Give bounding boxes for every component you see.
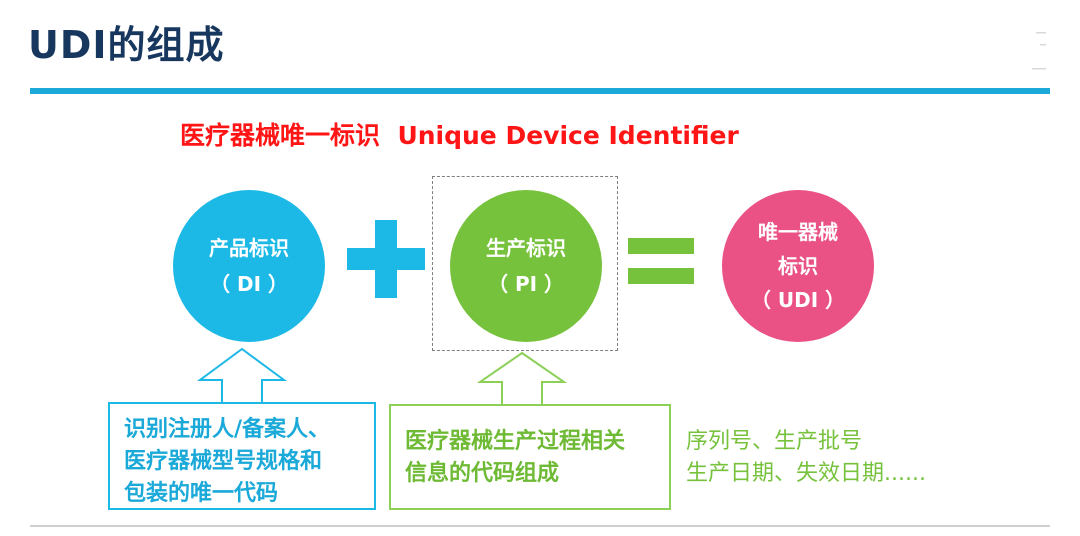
- pi-example-line: 生产日期、失效日期......: [686, 461, 926, 486]
- equals-icon: [628, 238, 694, 254]
- di-abbreviation: （ DI ）: [210, 272, 288, 296]
- plus-icon-bar: [347, 248, 425, 270]
- pi-examples: 序列号、生产批号 生产日期、失效日期......: [686, 426, 926, 490]
- di-up-arrow-icon: [196, 347, 288, 404]
- udi-label-line2: 标识: [778, 254, 818, 278]
- di-description-line: 医疗器械型号规格和: [124, 449, 323, 474]
- pi-label: 生产标识: [486, 236, 566, 260]
- udi-circle: 唯一器械 标识 （ UDI ）: [722, 190, 874, 342]
- di-description-box: 识别注册人/备案人、 医疗器械型号规格和 包装的唯一代码: [108, 402, 376, 510]
- subtitle-english: Unique Device Identifier: [397, 121, 739, 150]
- udi-abbreviation: （ UDI ）: [750, 288, 846, 312]
- di-description-line: 包装的唯一代码: [124, 481, 279, 506]
- pi-abbreviation: （ PI ）: [487, 272, 565, 296]
- equals-icon-bar: [628, 268, 694, 284]
- di-circle: 产品标识 （ DI ）: [173, 190, 325, 342]
- pi-circle: 生产标识 （ PI ）: [450, 190, 602, 342]
- corner-decoration: [1032, 32, 1046, 70]
- pi-dashed-frame: [432, 176, 618, 351]
- pi-up-arrow-icon: [476, 351, 568, 406]
- pi-description-line: 医疗器械生产过程相关: [405, 429, 626, 454]
- pi-description-line: 信息的代码组成: [405, 461, 560, 486]
- udi-label-line1: 唯一器械: [758, 220, 838, 244]
- header-divider: [30, 88, 1050, 94]
- di-label: 产品标识: [209, 236, 289, 260]
- page-title: UDI的组成: [28, 23, 225, 67]
- pi-description-box: 医疗器械生产过程相关 信息的代码组成: [389, 404, 671, 510]
- subtitle: 医疗器械唯一标识 Unique Device Identifier: [180, 116, 739, 152]
- pi-example-line: 序列号、生产批号: [686, 429, 863, 454]
- subtitle-chinese: 医疗器械唯一标识: [180, 121, 381, 150]
- footer-divider: [30, 525, 1050, 527]
- di-description-line: 识别注册人/备案人、: [124, 417, 331, 442]
